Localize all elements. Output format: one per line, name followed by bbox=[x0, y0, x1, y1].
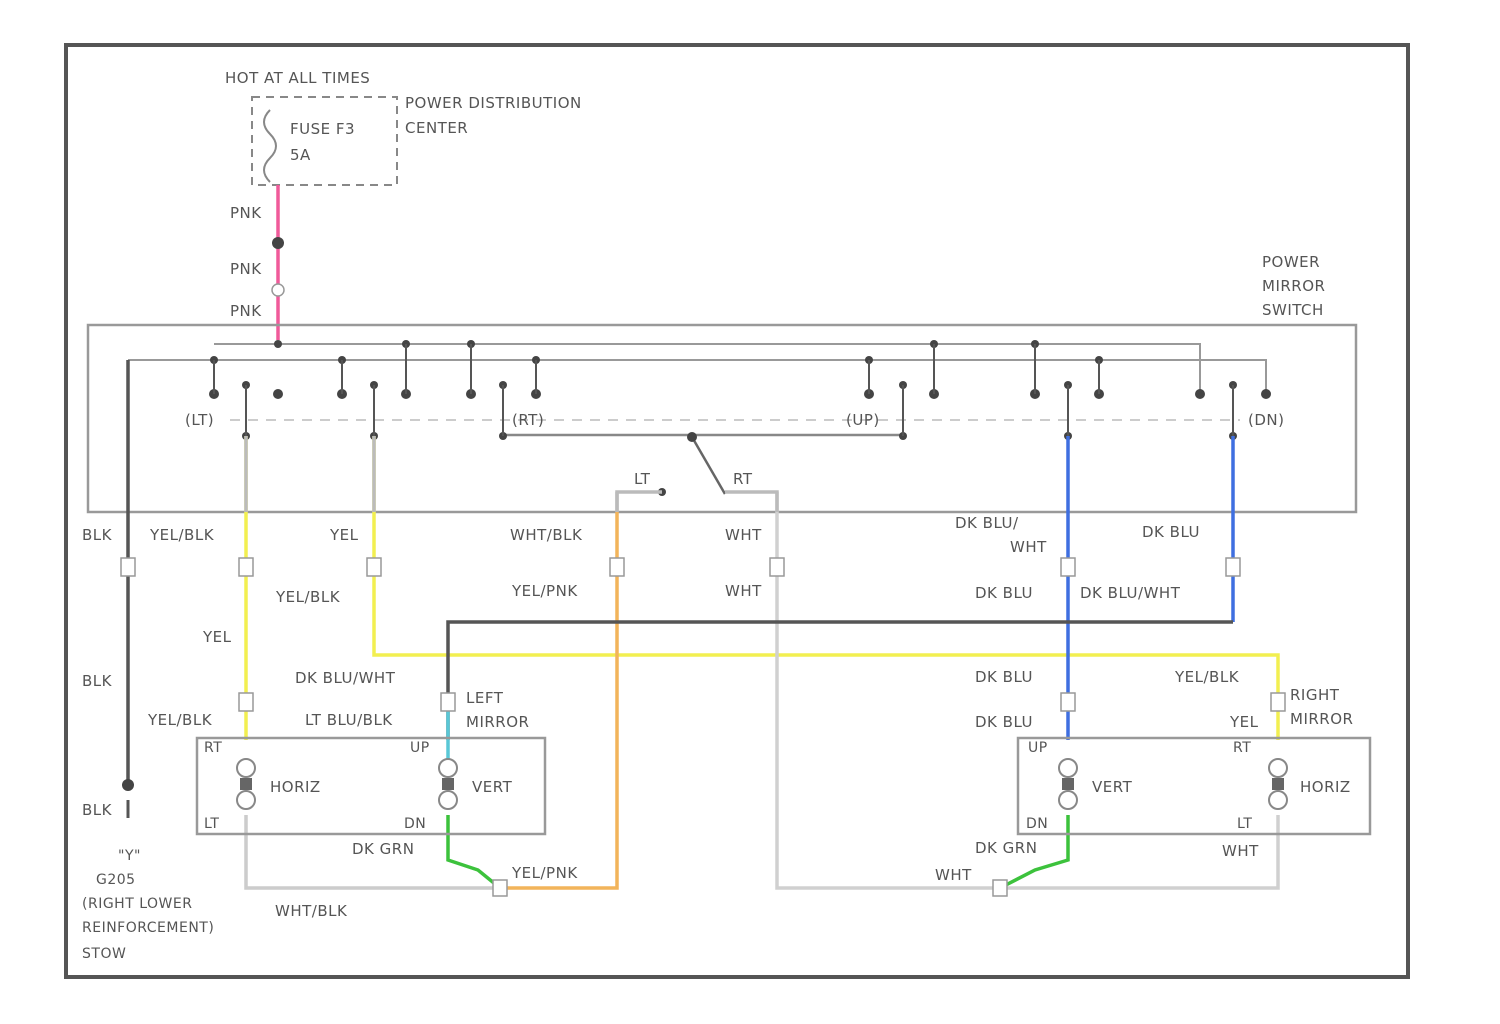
wire-label-wht-blk: WHT/BLK bbox=[510, 526, 583, 544]
wire-label-wht-low: WHT bbox=[935, 866, 972, 884]
wire-label-dk-grn-left: DK GRN bbox=[352, 840, 414, 858]
wire-label-wht: WHT bbox=[725, 526, 762, 544]
wire-label-lt-blu-blk: LT BLU/BLK bbox=[305, 711, 393, 729]
wire-yel-pnk bbox=[500, 512, 617, 888]
wire-label-blk-ground: BLK bbox=[82, 801, 113, 819]
hot-at-all-times-label: HOT AT ALL TIMES bbox=[225, 69, 370, 87]
wire-label-wht-blk-low: WHT/BLK bbox=[275, 902, 348, 920]
wire-label-pnk-2: PNK bbox=[230, 260, 262, 278]
wire-label-wht-mid: WHT bbox=[725, 582, 762, 600]
wire-label-yel-blk-right: YEL/BLK bbox=[1174, 668, 1240, 686]
wire-label-dk-blu-mid: DK BLU bbox=[975, 584, 1033, 602]
right-mirror-up: UP bbox=[1028, 740, 1048, 756]
wire-selector bbox=[617, 492, 777, 512]
wire-label-dk-blu-right-1: DK BLU bbox=[975, 668, 1033, 686]
wire-label-yel-pnk: YEL/PNK bbox=[511, 582, 578, 600]
left-mirror-title-1: LEFT bbox=[466, 689, 504, 707]
pdc-label-line1: POWER DISTRIBUTION bbox=[405, 94, 582, 112]
wire-label-dk-grn-right: DK GRN bbox=[975, 839, 1037, 857]
ground-splice-dot bbox=[122, 779, 134, 791]
left-mirror-up: UP bbox=[410, 740, 430, 756]
fuse-icon bbox=[264, 110, 276, 182]
switch-contact-stubs bbox=[214, 344, 1233, 436]
wire-label-blk: BLK bbox=[82, 526, 113, 544]
wire-label-blk-mid: BLK bbox=[82, 672, 113, 690]
switch-pos-up: (UP) bbox=[846, 411, 880, 429]
switch-pos-rt: (RT) bbox=[512, 411, 544, 429]
wire-label-yel-right-low: YEL bbox=[1229, 713, 1259, 731]
selector-rt-label: RT bbox=[733, 470, 753, 488]
power-distribution-center-box bbox=[252, 97, 397, 185]
wire-label-yel: YEL bbox=[329, 526, 359, 544]
wire-label-dk-blu-wht-1: DK BLU/ bbox=[955, 514, 1019, 532]
switch-title-line1: POWER bbox=[1262, 253, 1320, 271]
ground-label-1: "Y" bbox=[118, 848, 141, 864]
wire-label-dk-blu-wht-left: DK BLU/WHT bbox=[295, 669, 396, 687]
right-mirror-vert: VERT bbox=[1092, 778, 1133, 796]
ground-label-2: G205 bbox=[96, 872, 136, 888]
wire-label-dk-blu-wht-2: WHT bbox=[1010, 538, 1047, 556]
wire-label-pnk-1: PNK bbox=[230, 204, 262, 222]
wire-dk-grn-left bbox=[448, 815, 500, 888]
switch-pos-lt: (LT) bbox=[185, 411, 214, 429]
left-mirror-dn: DN bbox=[404, 816, 426, 832]
inline-connectors bbox=[121, 558, 1285, 896]
switch-pos-dn: (DN) bbox=[1248, 411, 1284, 429]
right-mirror-horiz: HORIZ bbox=[1300, 778, 1351, 796]
right-mirror-title-2: MIRROR bbox=[1290, 710, 1353, 728]
switch-bus-upper bbox=[214, 344, 1200, 392]
switch-title-line3: SWITCH bbox=[1262, 301, 1324, 319]
fuse-label: FUSE F3 bbox=[290, 120, 355, 138]
wire-label-yel-blk-mid: YEL/BLK bbox=[275, 588, 341, 606]
wire-wht bbox=[777, 492, 1000, 888]
left-mirror-vert: VERT bbox=[472, 778, 513, 796]
left-mirror-title-2: MIRROR bbox=[466, 713, 529, 731]
right-mirror-dn: DN bbox=[1026, 816, 1048, 832]
left-mirror-lt: LT bbox=[204, 816, 219, 832]
wire-dk-blu-wht bbox=[448, 622, 1233, 740]
wire-label-yel-mid: YEL bbox=[202, 628, 232, 646]
selector-lever bbox=[692, 437, 725, 494]
wire-label-yel-blk-low: YEL/BLK bbox=[147, 711, 213, 729]
wire-label-yel-blk: YEL/BLK bbox=[149, 526, 215, 544]
switch-title-line2: MIRROR bbox=[1262, 277, 1325, 295]
left-mirror-horiz: HORIZ bbox=[270, 778, 321, 796]
right-mirror-rt: RT bbox=[1233, 740, 1251, 756]
right-mirror-title-1: RIGHT bbox=[1290, 686, 1340, 704]
power-mirror-switch-box bbox=[88, 325, 1356, 512]
ground-label-3: (RIGHT LOWER bbox=[82, 896, 192, 912]
ground-label-5: STOW bbox=[82, 946, 126, 962]
splice-dot bbox=[272, 237, 284, 249]
selector-lt-label: LT bbox=[634, 470, 651, 488]
right-mirror-lt: LT bbox=[1237, 816, 1252, 832]
pdc-label-line2: CENTER bbox=[405, 119, 468, 137]
wire-label-dk-blu: DK BLU bbox=[1142, 523, 1200, 541]
connector bbox=[272, 284, 284, 296]
wire-label-yel-pnk-low: YEL/PNK bbox=[511, 864, 578, 882]
wire-label-wht-right-low: WHT bbox=[1222, 842, 1259, 860]
switch-bus-lower bbox=[128, 360, 1266, 392]
ground-label-4: REINFORCEMENT) bbox=[82, 920, 214, 936]
fuse-rating: 5A bbox=[290, 146, 311, 164]
wire-label-dk-blu-right-2: DK BLU bbox=[975, 713, 1033, 731]
wire-label-pnk-3: PNK bbox=[230, 302, 262, 320]
left-mirror-rt: RT bbox=[204, 740, 222, 756]
wire-label-dk-blu-wht-mid: DK BLU/WHT bbox=[1080, 584, 1181, 602]
